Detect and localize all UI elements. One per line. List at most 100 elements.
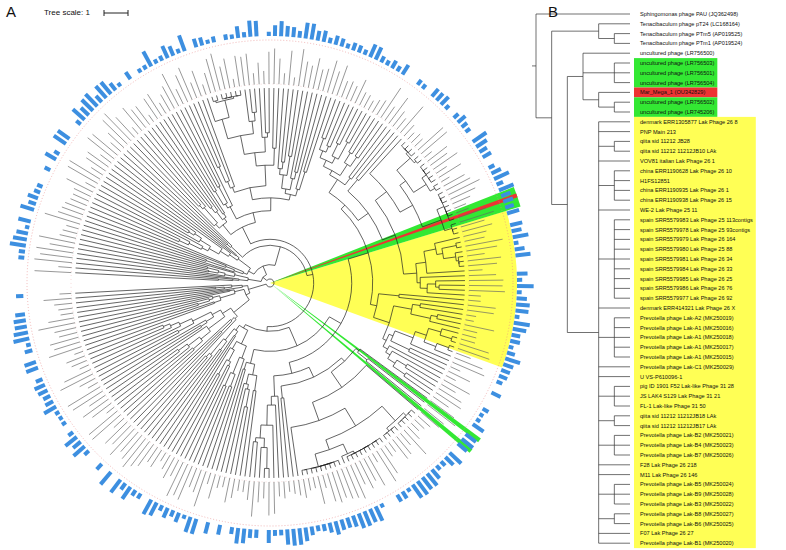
data-bar [335,521,339,534]
tree-line [350,157,356,166]
tree-line [144,358,207,433]
tree-line [81,299,209,332]
tree-line [127,320,231,416]
tree-line [188,231,189,233]
leaf-name-mark [86,158,105,171]
leaf-name-mark [263,482,264,499]
tree-line [171,322,179,326]
data-bar [512,335,521,337]
tree-line [210,207,212,208]
tree-line [422,175,426,178]
tree-line [459,266,464,267]
tree-line [614,239,630,240]
tree-line [255,376,257,391]
tree-line [307,274,313,275]
tree-line [422,178,430,191]
leaf-label: spain SRR5579986 Lak Phage 26 76 [640,284,732,292]
tree-line [312,365,366,402]
data-bar [237,26,239,38]
tree-line [342,456,345,463]
tree-line [239,279,248,281]
tree-line [424,328,429,342]
tree-line [219,222,227,228]
tree-line [244,362,246,369]
tree-line [411,153,415,156]
tree-line [614,200,630,201]
scale-bar [104,13,128,14]
leaf-name-mark [456,208,468,213]
leaf-name-mark [458,208,486,218]
data-bar [397,495,401,502]
data-bar [503,198,513,201]
leaf-name-mark [91,168,103,176]
tree-line [429,328,441,332]
leaf-label: Prevotella phage Lak-C1 (MK250029) [640,363,734,371]
leaf-name-mark [466,315,476,317]
tree-line [391,427,395,430]
tree-line [323,166,340,175]
data-bar [243,529,245,544]
tree-line [427,293,465,295]
tree-line [599,308,630,309]
tree-line [206,317,213,321]
tree-line [598,92,599,107]
tree-line [442,246,456,249]
highlight-wedges [270,187,521,453]
tree-line [458,256,463,258]
tree-line [231,308,238,316]
tree-line [217,374,219,375]
guide-circle [71,84,469,482]
leaf-name-mark [268,482,269,516]
tree-line [289,259,352,362]
tree-line [614,102,630,103]
leaf-name-mark [381,88,401,118]
leaf-label: F07 Lak Phage 26 27 [640,529,694,537]
tree-line [225,204,227,208]
tree-line [345,178,350,185]
leaf-name-mark [176,75,188,102]
data-bar [285,26,290,37]
tree-line [266,132,270,133]
leaf-name-mark [223,477,225,487]
tree-line [336,107,353,143]
tree-line [599,131,630,132]
tree-line [90,328,164,359]
tree-line [75,285,231,293]
clade-highlight [270,283,481,442]
data-bar [169,46,173,55]
tree-line [344,153,350,163]
tree-line [207,359,244,468]
tree-line [216,287,225,289]
leaf-name-mark [243,480,245,492]
tree-line [414,160,417,164]
leaf-name-mark [67,179,93,193]
leaf-name-mark [149,115,154,122]
tree-line [536,14,537,118]
data-bar [81,108,89,115]
leaf-name-mark [192,71,201,96]
leaf-name-mark [393,440,408,459]
leaf-name-mark [446,178,470,191]
data-bar [515,311,528,312]
data-bar [254,530,258,538]
tree-line [189,232,194,235]
tree-line [336,143,339,145]
data-bar [163,508,167,518]
tree-line [282,188,290,189]
leaf-name-mark [430,153,447,165]
data-bar [110,83,116,90]
data-bar [54,151,59,154]
tree-line [389,334,393,336]
tree-line [213,100,218,101]
data-bar [514,323,530,326]
tree-line [278,396,284,477]
tree-line [404,373,406,376]
leaf-name-mark [469,285,503,286]
tree-line [420,307,463,314]
data-bar [19,249,25,254]
tree-line [227,244,230,247]
data-bar [513,329,526,332]
tree-line [614,34,615,44]
tree-line [109,173,196,232]
leaf-name-mark [364,95,371,107]
